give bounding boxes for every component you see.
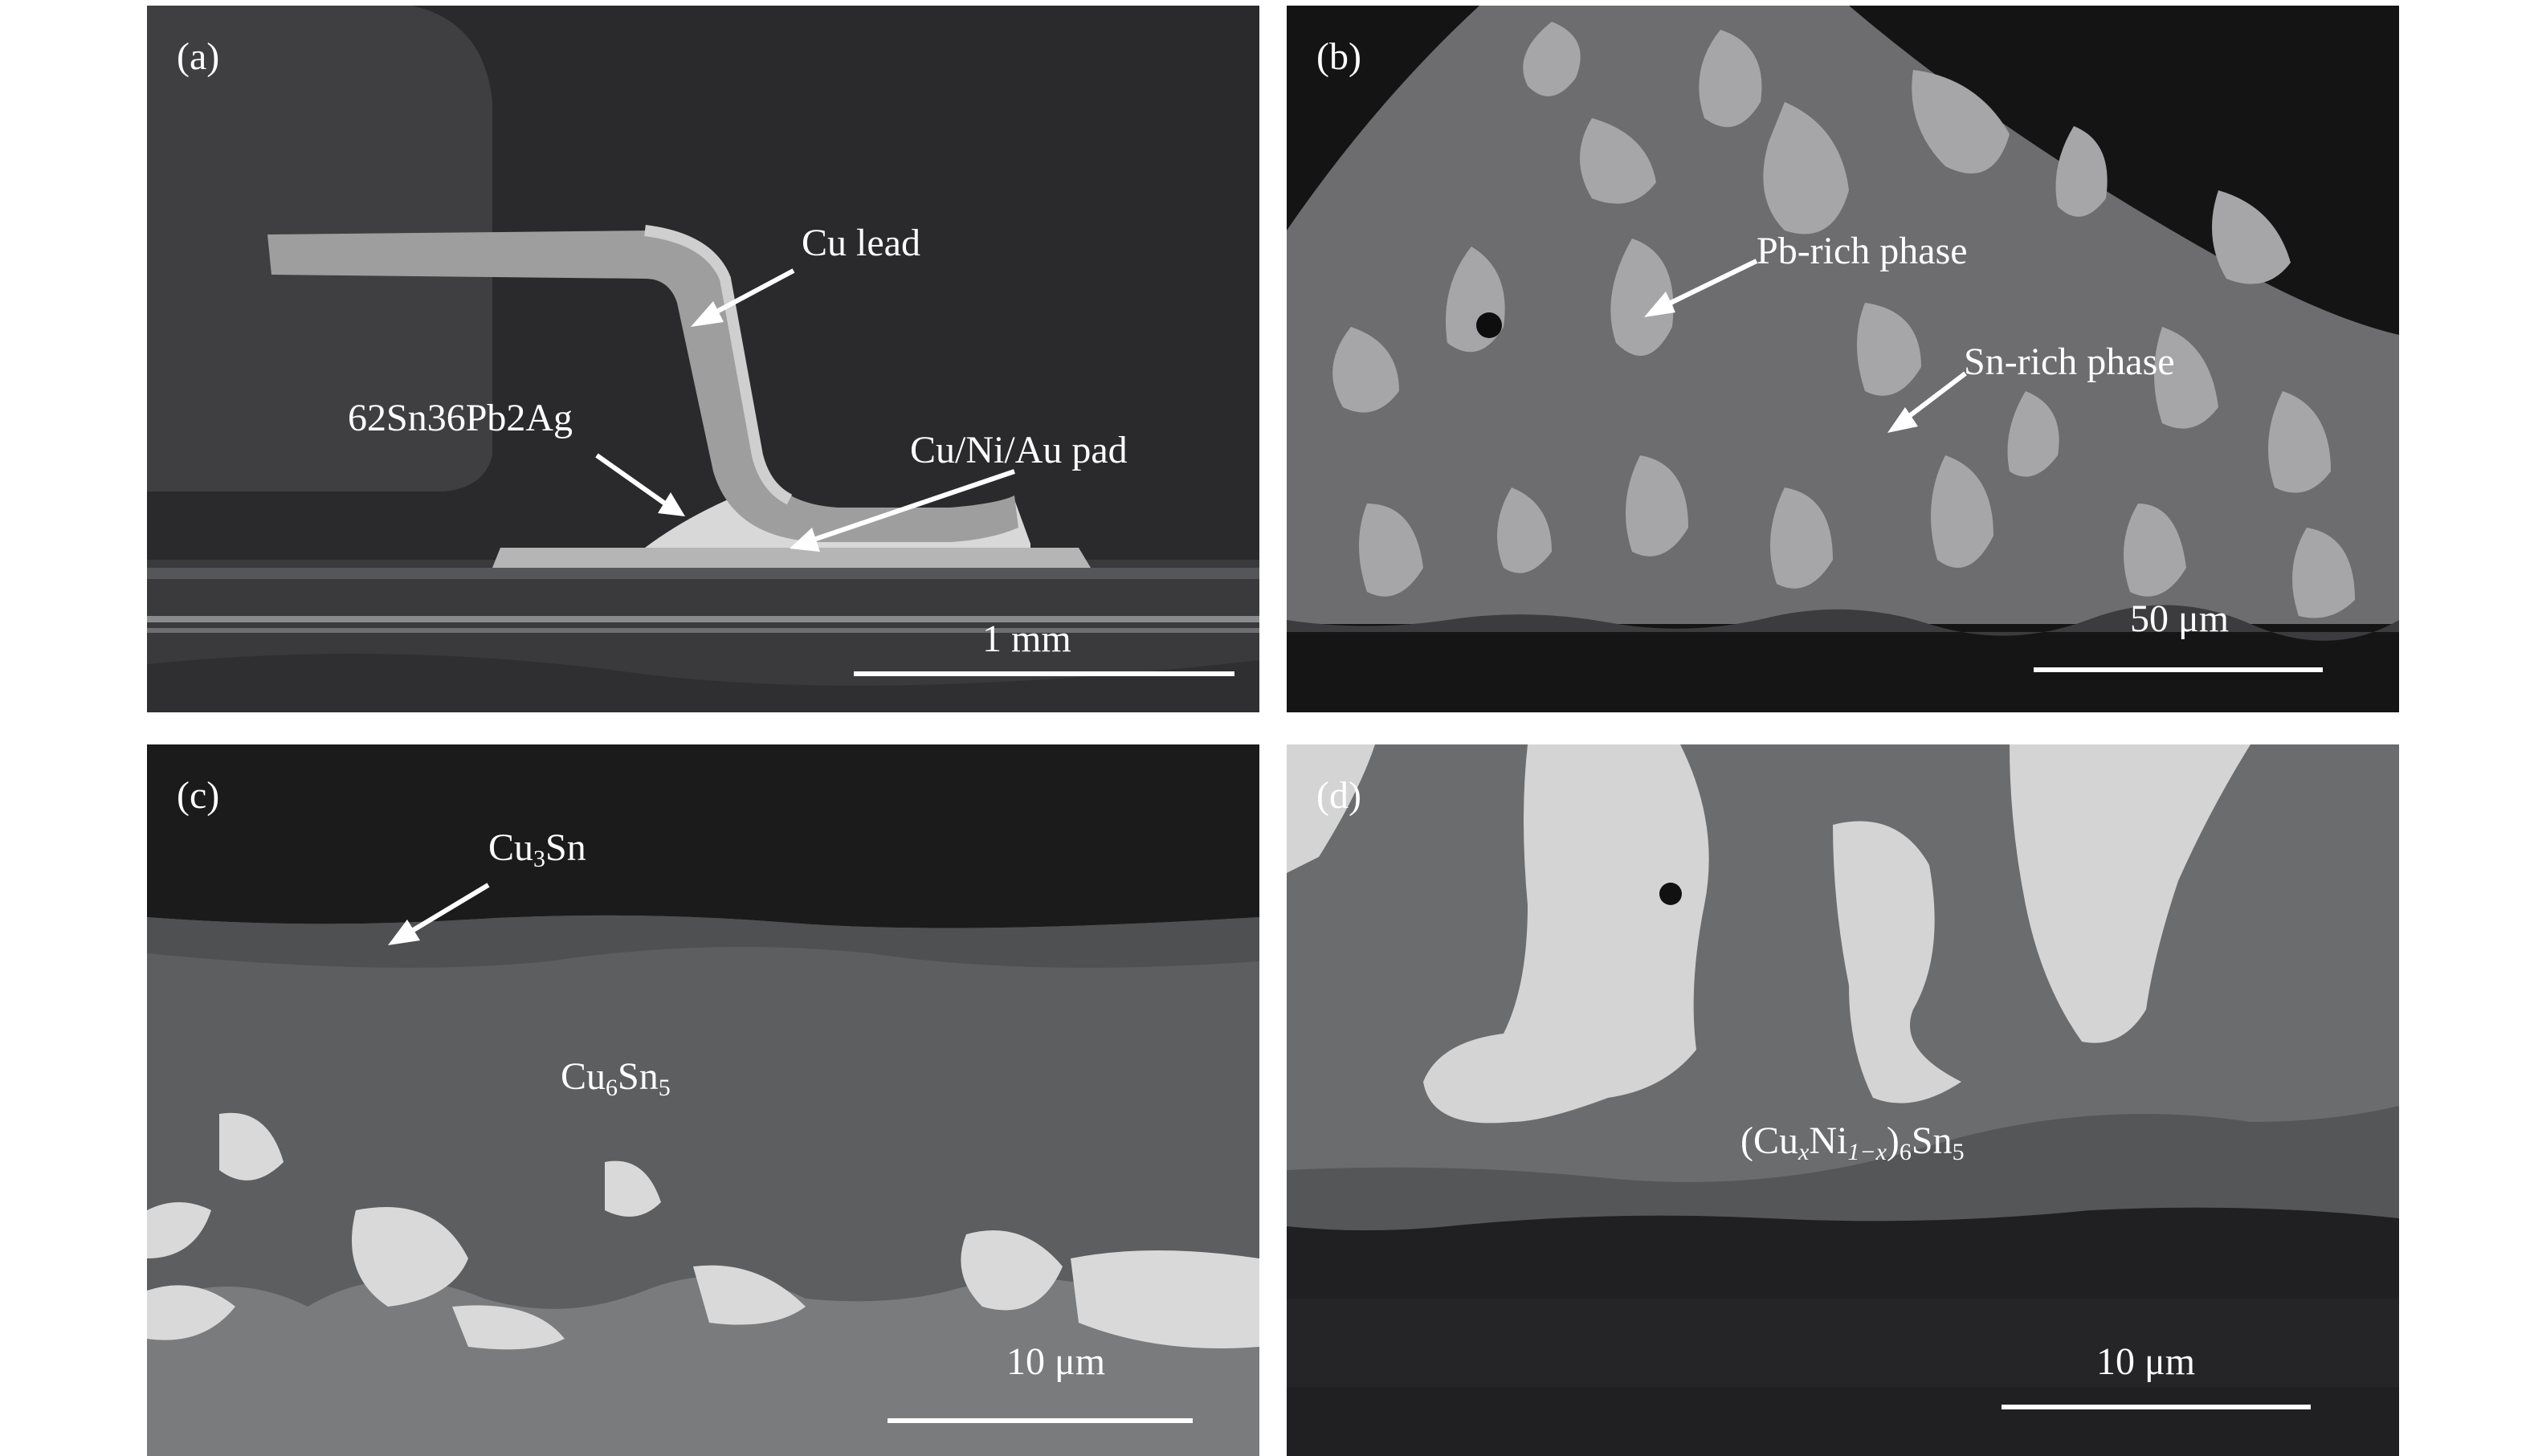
panel-b-label: (b) [1316, 35, 1361, 78]
panel-a-image [147, 6, 1259, 712]
scale-bar-b-text: 50 μm [2130, 597, 2230, 640]
cu6sn5-label: Cu6Sn5 [561, 1055, 671, 1101]
scale-bar-c [888, 1418, 1193, 1423]
panel-d-label: (d) [1316, 774, 1361, 817]
panel-c-image [147, 915, 1259, 1456]
imc-label: (CuxNi1−x)6Sn5 [1740, 1120, 1965, 1165]
cu3sn-label: Cu3Sn [488, 826, 586, 872]
scale-bar-c-text: 10 μm [1006, 1340, 1106, 1383]
panel-c: (c) Cu3Sn Cu6Sn5 10 μm [147, 744, 1259, 1456]
phase-arrows-b [1644, 259, 1967, 433]
pad-label: Cu/Ni/Au pad [910, 429, 1128, 471]
scale-bar-a-text: 1 mm [982, 618, 1071, 660]
cu-lead-label: Cu lead [802, 222, 920, 264]
panel-d: (d) (CuxNi1−x)6Sn5 10 μm [1287, 744, 2399, 1456]
solder-label: 62Sn36Pb2Ag [348, 397, 573, 439]
cu3sn-arrow [388, 883, 490, 945]
scale-bar-d [2002, 1405, 2311, 1409]
scale-bar-d-text: 10 μm [2096, 1340, 2196, 1383]
scale-bar-a [854, 671, 1234, 676]
sn-rich-label: Sn-rich phase [1964, 341, 2175, 383]
pb-rich-label: Pb-rich phase [1757, 230, 1968, 272]
panel-b: (b) Pb-rich phase Sn-rich phase 50 μm [1287, 6, 2399, 712]
panel-d-image [1287, 744, 2399, 1456]
panel-a-label: (a) [177, 35, 220, 78]
panel-c-label: (c) [177, 774, 220, 817]
panel-a: (a) Cu lead 62Sn36Pb2Ag Cu/Ni/Au pad 1 m… [147, 6, 1259, 712]
cu-lead-arrow [595, 268, 1015, 552]
panel-b-image [1287, 6, 2399, 712]
scale-bar-b [2034, 667, 2323, 672]
